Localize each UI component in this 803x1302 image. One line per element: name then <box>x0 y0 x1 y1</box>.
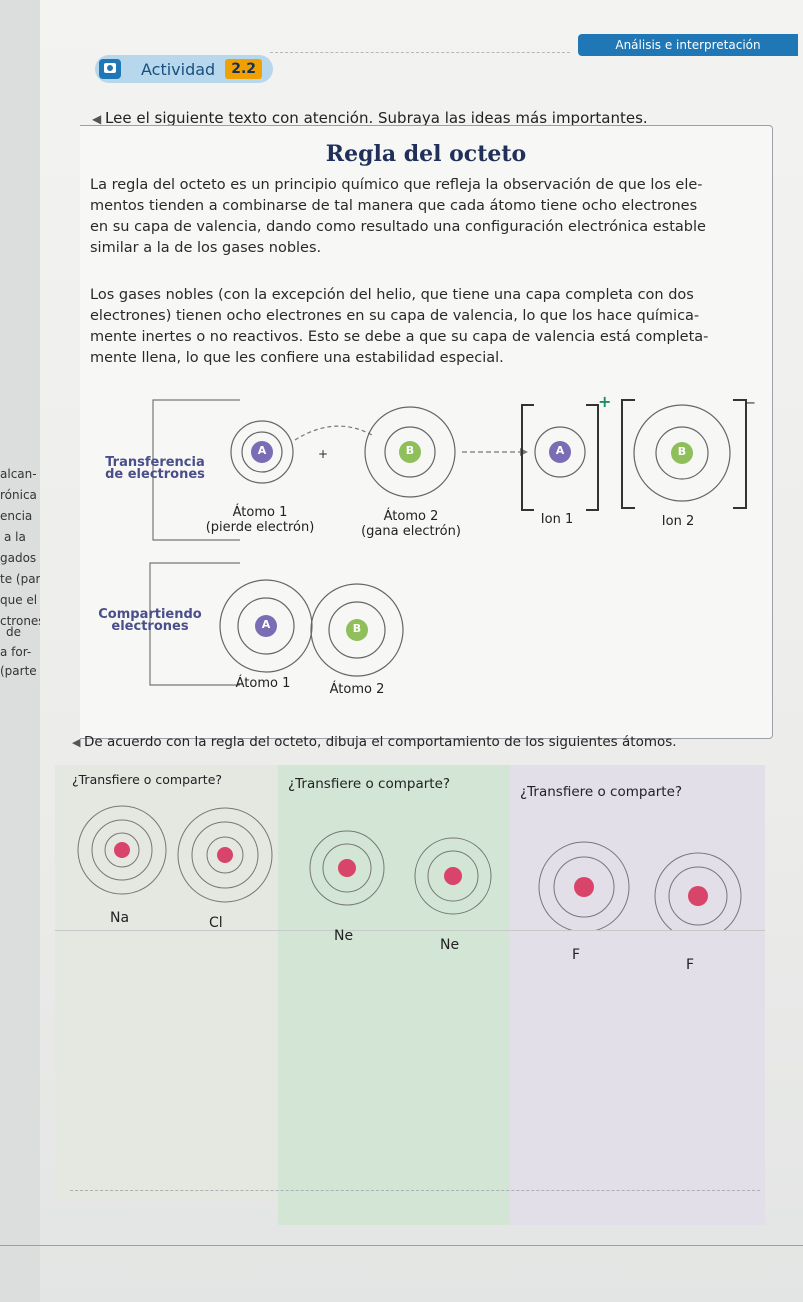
ion-1-diagram <box>521 404 599 511</box>
paragraph-line: La regla del octeto es un principio quím… <box>90 177 703 193</box>
element-ne-2: Ne <box>440 937 460 953</box>
left-page-text: (parte <box>0 664 37 678</box>
section-tag: Análisis e interpretación <box>578 34 798 56</box>
question-2: ¿Transfiere o comparte? <box>288 776 451 792</box>
na-atom <box>77 805 167 895</box>
f-atom-2 <box>654 852 742 930</box>
activity-number: 2.2 <box>225 59 263 79</box>
left-page-text: a la <box>4 530 26 544</box>
left-page-text: que el <box>0 593 38 607</box>
atom-a-letter: A <box>257 444 267 457</box>
instruction-1: ◀ Lee el siguiente texto con atención. S… <box>92 109 648 127</box>
bullet-arrow-icon: ◀ <box>72 736 84 749</box>
left-page-text: encia <box>0 509 33 523</box>
left-page-text: rónica <box>0 488 37 502</box>
atom-1-caption: Átomo 1 (pierde electrón) <box>200 505 320 535</box>
atom-2-caption: Átomo 2 (gana electrón) <box>350 509 472 539</box>
paragraph-line: mente inertes o no reactivos. Esto se de… <box>90 329 709 345</box>
sharing-label: Compartiendo electrones <box>95 607 205 634</box>
ion-1-label: Ion 1 <box>540 512 574 527</box>
sharing-label-line: electrones <box>111 619 189 634</box>
transfer-label: Transferencia de electrones <box>95 455 215 482</box>
octet-diagram <box>149 399 747 686</box>
element-cl: Cl <box>209 915 223 931</box>
left-page-text: te (par- <box>0 572 45 586</box>
activity-label: Actividad <box>141 59 216 79</box>
paragraph-line: Los gases nobles (con la excepción del h… <box>90 287 694 303</box>
left-page-text: gados <box>0 551 37 565</box>
ion-2-charge: − <box>745 396 756 411</box>
paragraph-line: mente llena, lo que les confiere una est… <box>90 350 504 366</box>
atom-1-note: (pierde electrón) <box>205 520 315 535</box>
instruction-2: ◀ De acuerdo con la regla del octeto, di… <box>72 734 677 750</box>
ion-b-letter: B <box>677 445 687 458</box>
bullet-arrow-icon: ◀ <box>92 112 106 126</box>
instruction-2-text: De acuerdo con la regla del octeto, dibu… <box>83 734 677 750</box>
element-na: Na <box>110 910 130 926</box>
left-page-text: alcan- <box>0 467 37 481</box>
ion-1-charge: + <box>598 392 612 411</box>
element-atoms <box>77 805 742 930</box>
share-b-letter: B <box>352 622 362 635</box>
paragraph-1: La regla del octeto es un principio quím… <box>90 175 780 259</box>
column-divider <box>55 930 765 931</box>
activity-icon <box>99 59 121 79</box>
header-rule <box>270 52 570 53</box>
ne-atom-2 <box>414 837 492 915</box>
question-3: ¿Transfiere o comparte? <box>520 784 683 800</box>
atom-b-transfer <box>364 406 456 498</box>
paragraph-line: electrones) tienen ocho electrones en su… <box>90 308 700 324</box>
share-atom-2-label: Átomo 2 <box>329 682 385 697</box>
plus-sign: + <box>318 447 329 461</box>
cl-atom <box>177 807 273 903</box>
footer-rule <box>70 1190 760 1191</box>
reading-box <box>80 125 773 739</box>
element-f-2: F <box>686 957 695 973</box>
atom-b-sharing <box>310 583 404 677</box>
paragraph-line: en su capa de valencia, dando como resul… <box>90 219 706 235</box>
reading-title: Regla del octeto <box>325 141 527 167</box>
left-page-text: ctrones <box>0 614 45 628</box>
share-a-letter: A <box>261 618 271 631</box>
element-f-1: F <box>572 947 581 963</box>
ion-a-letter: A <box>555 444 565 457</box>
ion-2-diagram <box>621 399 747 509</box>
paragraph-line: similar a la de los gases nobles. <box>90 240 322 256</box>
atom-1-label: Átomo 1 <box>232 505 288 520</box>
left-page-text: a for- <box>0 645 32 659</box>
column-na-cl[interactable] <box>55 765 278 1200</box>
element-ne-1: Ne <box>334 928 354 944</box>
question-1: ¿Transfiere o comparte? <box>72 772 223 787</box>
atom-2-label: Átomo 2 <box>383 509 439 524</box>
left-page-text: de <box>6 625 21 639</box>
activity-badge: Actividad 2.2 <box>95 55 273 83</box>
column-f-f[interactable] <box>510 765 765 1225</box>
transfer-label-line: Transferencia <box>105 455 205 470</box>
f-atom-1 <box>538 841 630 930</box>
instruction-1-text: Lee el siguiente texto con atención. Sub… <box>105 109 648 127</box>
atom-2-note: (gana electrón) <box>361 524 461 539</box>
column-ne-ne[interactable] <box>278 765 510 1225</box>
ion-2-label: Ion 2 <box>661 514 695 529</box>
share-atom-1-label: Átomo 1 <box>235 676 291 691</box>
paragraph-line: mentos tienden a combinarse de tal maner… <box>90 198 698 214</box>
atom-a-sharing <box>219 579 313 673</box>
transfer-label-line: de electrones <box>105 467 205 482</box>
atom-a-transfer <box>230 420 294 484</box>
ne-atom-1 <box>309 830 385 906</box>
page-bottom-edge <box>0 1245 803 1246</box>
sharing-label-line: Compartiendo <box>98 607 202 622</box>
paragraph-2: Los gases nobles (con la excepción del h… <box>90 285 780 369</box>
atom-b-letter: B <box>405 444 415 457</box>
